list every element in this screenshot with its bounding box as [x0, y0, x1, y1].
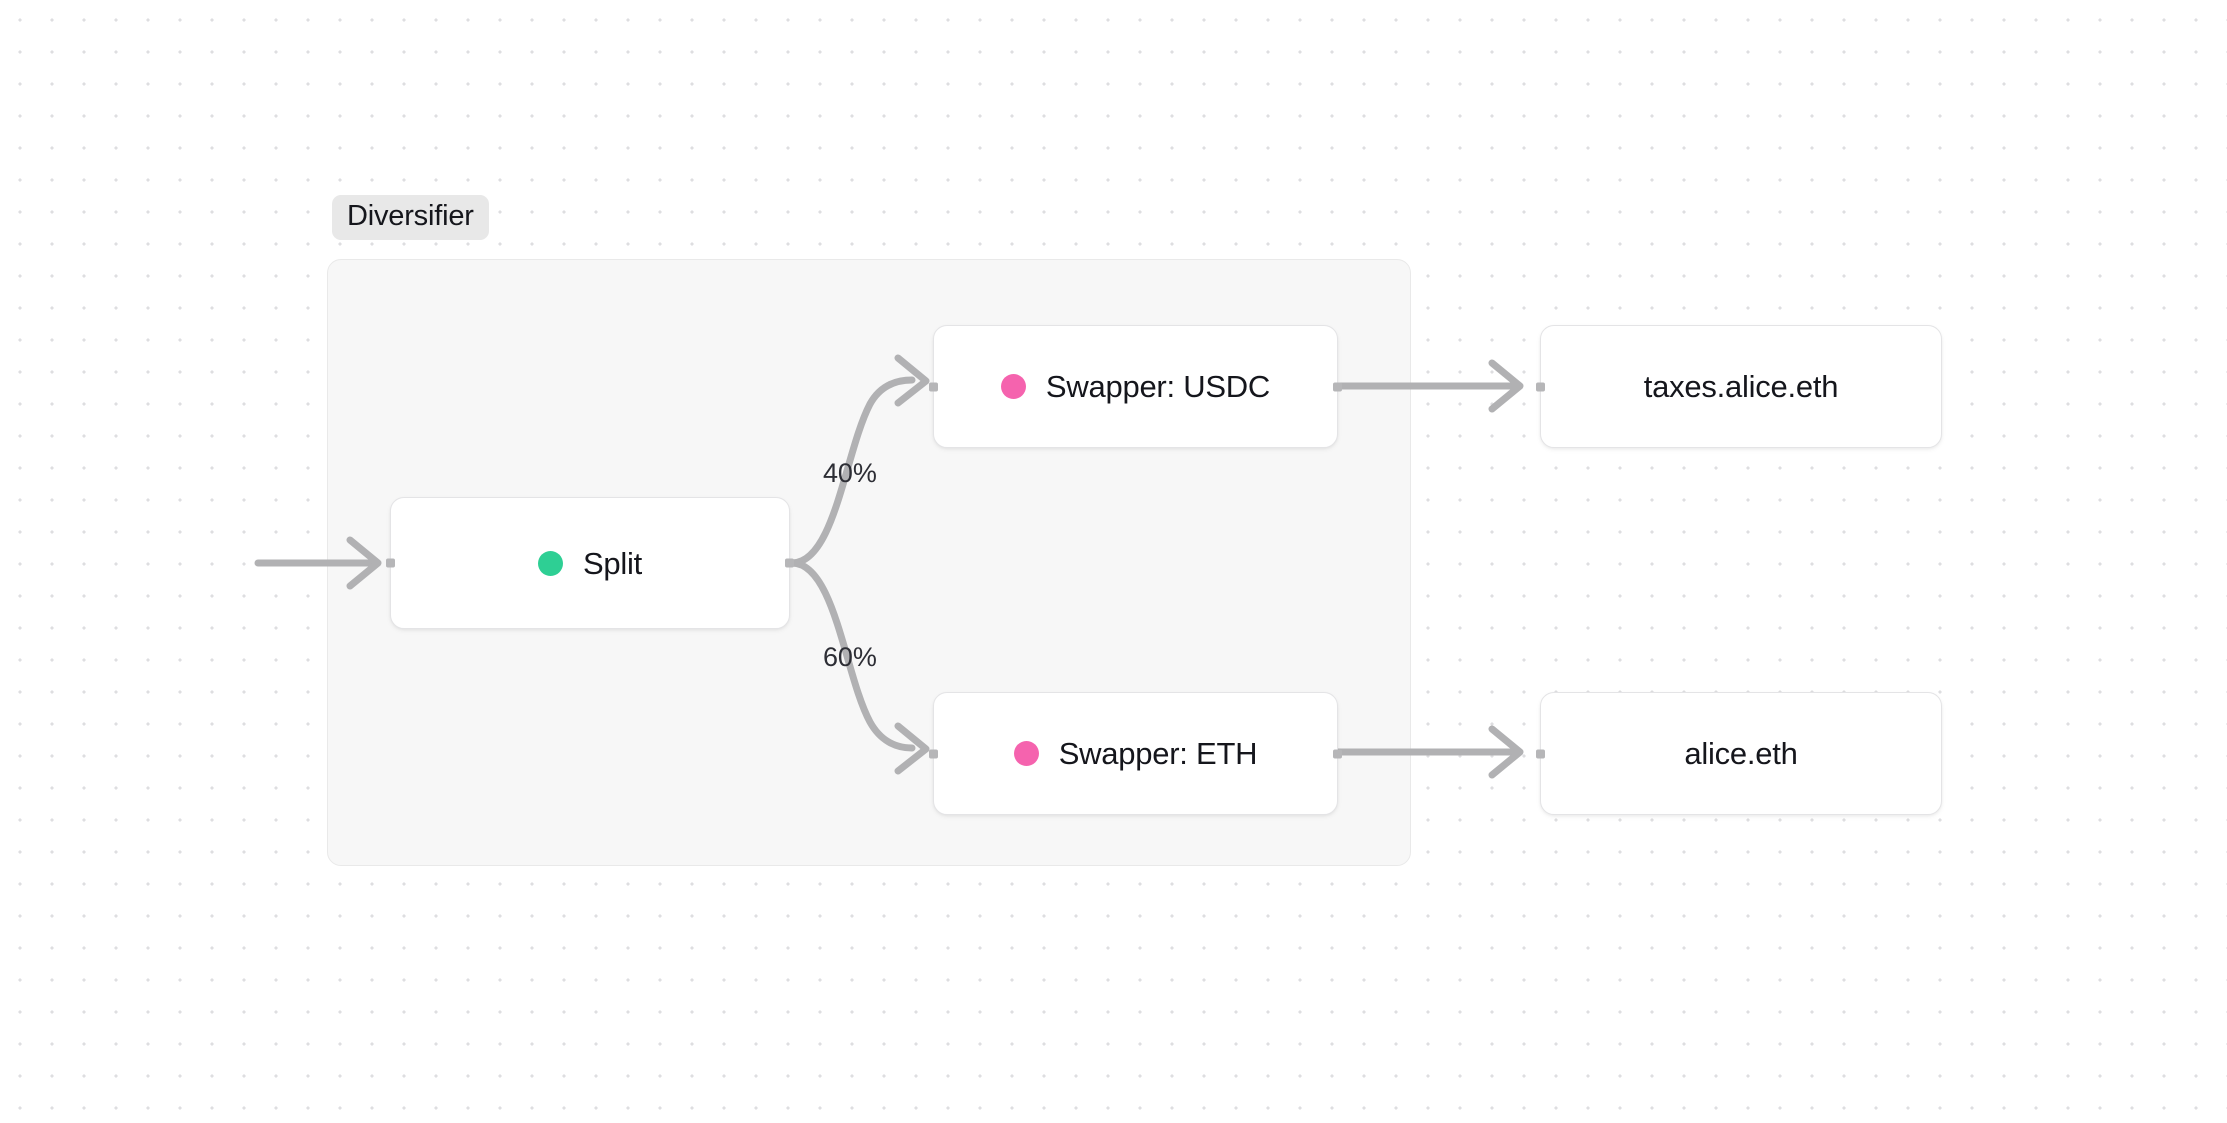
- node-swapper-eth[interactable]: Swapper: ETH: [929, 692, 1342, 815]
- node-swapper-usdc-handle-left[interactable]: [929, 382, 938, 391]
- status-dot-green: [537, 550, 563, 576]
- node-split-label: Split: [582, 545, 643, 581]
- node-split-handle-left[interactable]: [386, 558, 395, 568]
- edge-label-40-percent[interactable]: 40%: [823, 458, 877, 488]
- node-alice-eth[interactable]: alice.eth: [1536, 692, 1942, 815]
- group-label-diversifier[interactable]: Diversifier: [332, 195, 489, 240]
- edge-label-60-percent[interactable]: 60%: [823, 642, 877, 672]
- status-dot-pink: [1013, 741, 1039, 766]
- node-swapper-eth-handle-left[interactable]: [929, 749, 938, 758]
- node-swapper-eth-label: Swapper: ETH: [1058, 736, 1258, 771]
- status-dot-pink: [1000, 374, 1026, 399]
- node-swapper-usdc-label: Swapper: USDC: [1045, 369, 1271, 404]
- node-swapper-usdc-handle-right[interactable]: [1333, 382, 1342, 391]
- node-taxes-alice-eth[interactable]: taxes.alice.eth: [1536, 325, 1942, 448]
- node-split-handle-right[interactable]: [785, 558, 794, 568]
- node-swapper-eth-handle-right[interactable]: [1333, 749, 1342, 758]
- node-alice-eth-label: alice.eth: [1684, 736, 1798, 771]
- node-taxes-alice-eth-label: taxes.alice.eth: [1643, 369, 1839, 404]
- node-taxes-alice-eth-handle-left[interactable]: [1536, 382, 1545, 391]
- node-split[interactable]: Split: [386, 497, 794, 629]
- node-alice-eth-handle-left[interactable]: [1536, 749, 1545, 758]
- node-swapper-usdc[interactable]: Swapper: USDC: [929, 325, 1342, 448]
